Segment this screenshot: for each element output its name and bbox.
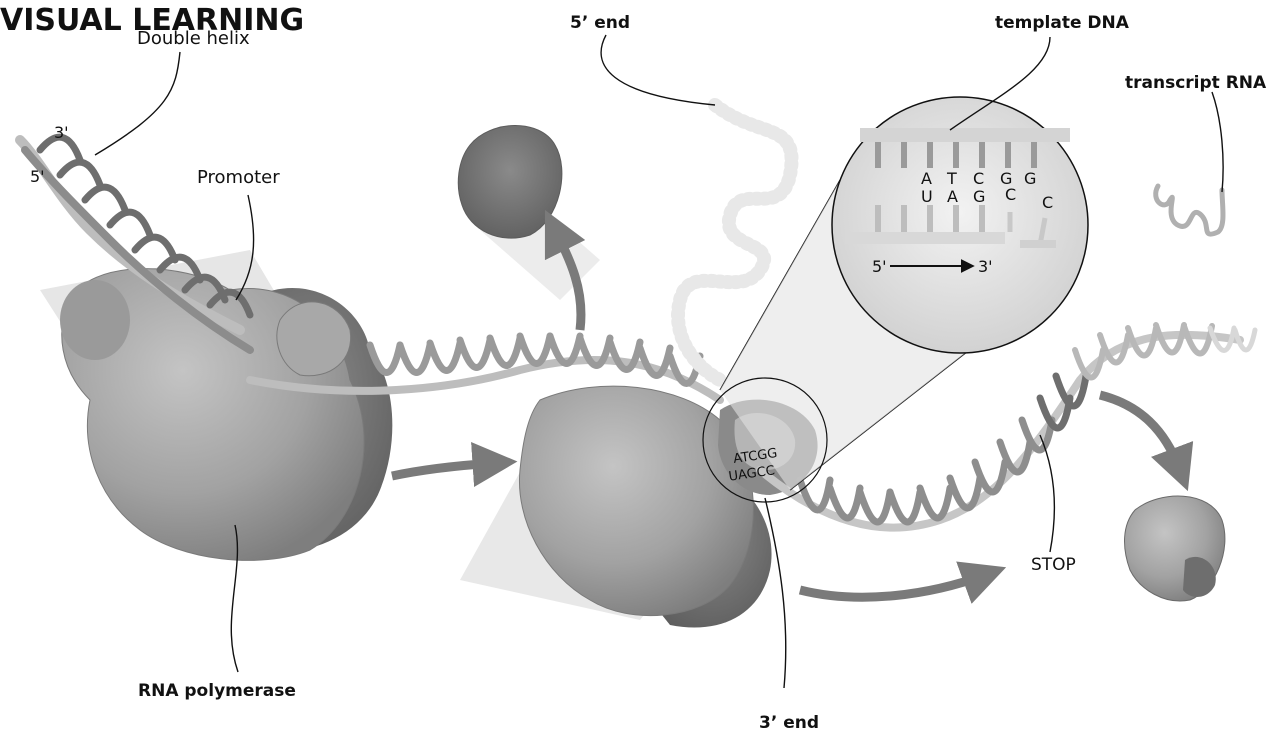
label-rna-polymerase: RNA polymerase — [138, 681, 296, 701]
process-arrow-left — [392, 463, 495, 476]
label-helix-3prime: 3' — [54, 123, 69, 142]
label-helix-5prime: 5' — [30, 167, 45, 186]
label-5prime-end: 5’ end — [570, 13, 630, 33]
inset-direction-start: 5' — [872, 257, 887, 276]
leader-3prime-end — [765, 498, 786, 688]
inset-direction-end: 3' — [978, 257, 993, 276]
released-transcript-rna — [1156, 186, 1223, 234]
inset-rna-base: U — [921, 187, 933, 206]
inset-dna-base: A — [921, 169, 932, 188]
zoom-inset — [832, 97, 1088, 353]
inset-rna-base: G — [973, 187, 985, 206]
label-transcript-rna: transcript RNA — [1125, 73, 1267, 93]
inset-dna-base: G — [1024, 169, 1036, 188]
release-arrow-right — [1100, 395, 1180, 470]
inset-incoming-base: C — [1042, 193, 1053, 212]
released-polymerase-right — [1125, 496, 1225, 601]
inset-rna-base: A — [947, 187, 958, 206]
released-polymerase-top — [458, 125, 562, 238]
label-template-dna: template DNA — [995, 13, 1130, 33]
label-stop: STOP — [1031, 555, 1076, 575]
inset-rna-base: C — [1005, 185, 1016, 204]
leader-transcript-rna — [1212, 92, 1223, 192]
inset-dna-base: C — [973, 169, 984, 188]
inset-dna-base: T — [946, 169, 957, 188]
process-arrow-bottom — [800, 575, 985, 597]
label-promoter: Promoter — [197, 167, 280, 188]
leader-double-helix — [95, 52, 180, 155]
label-3prime-end: 3’ end — [759, 713, 819, 733]
rna-polymerase-left — [60, 269, 392, 561]
label-double-helix: Double helix — [137, 28, 250, 49]
leader-5prime-end — [601, 35, 715, 105]
